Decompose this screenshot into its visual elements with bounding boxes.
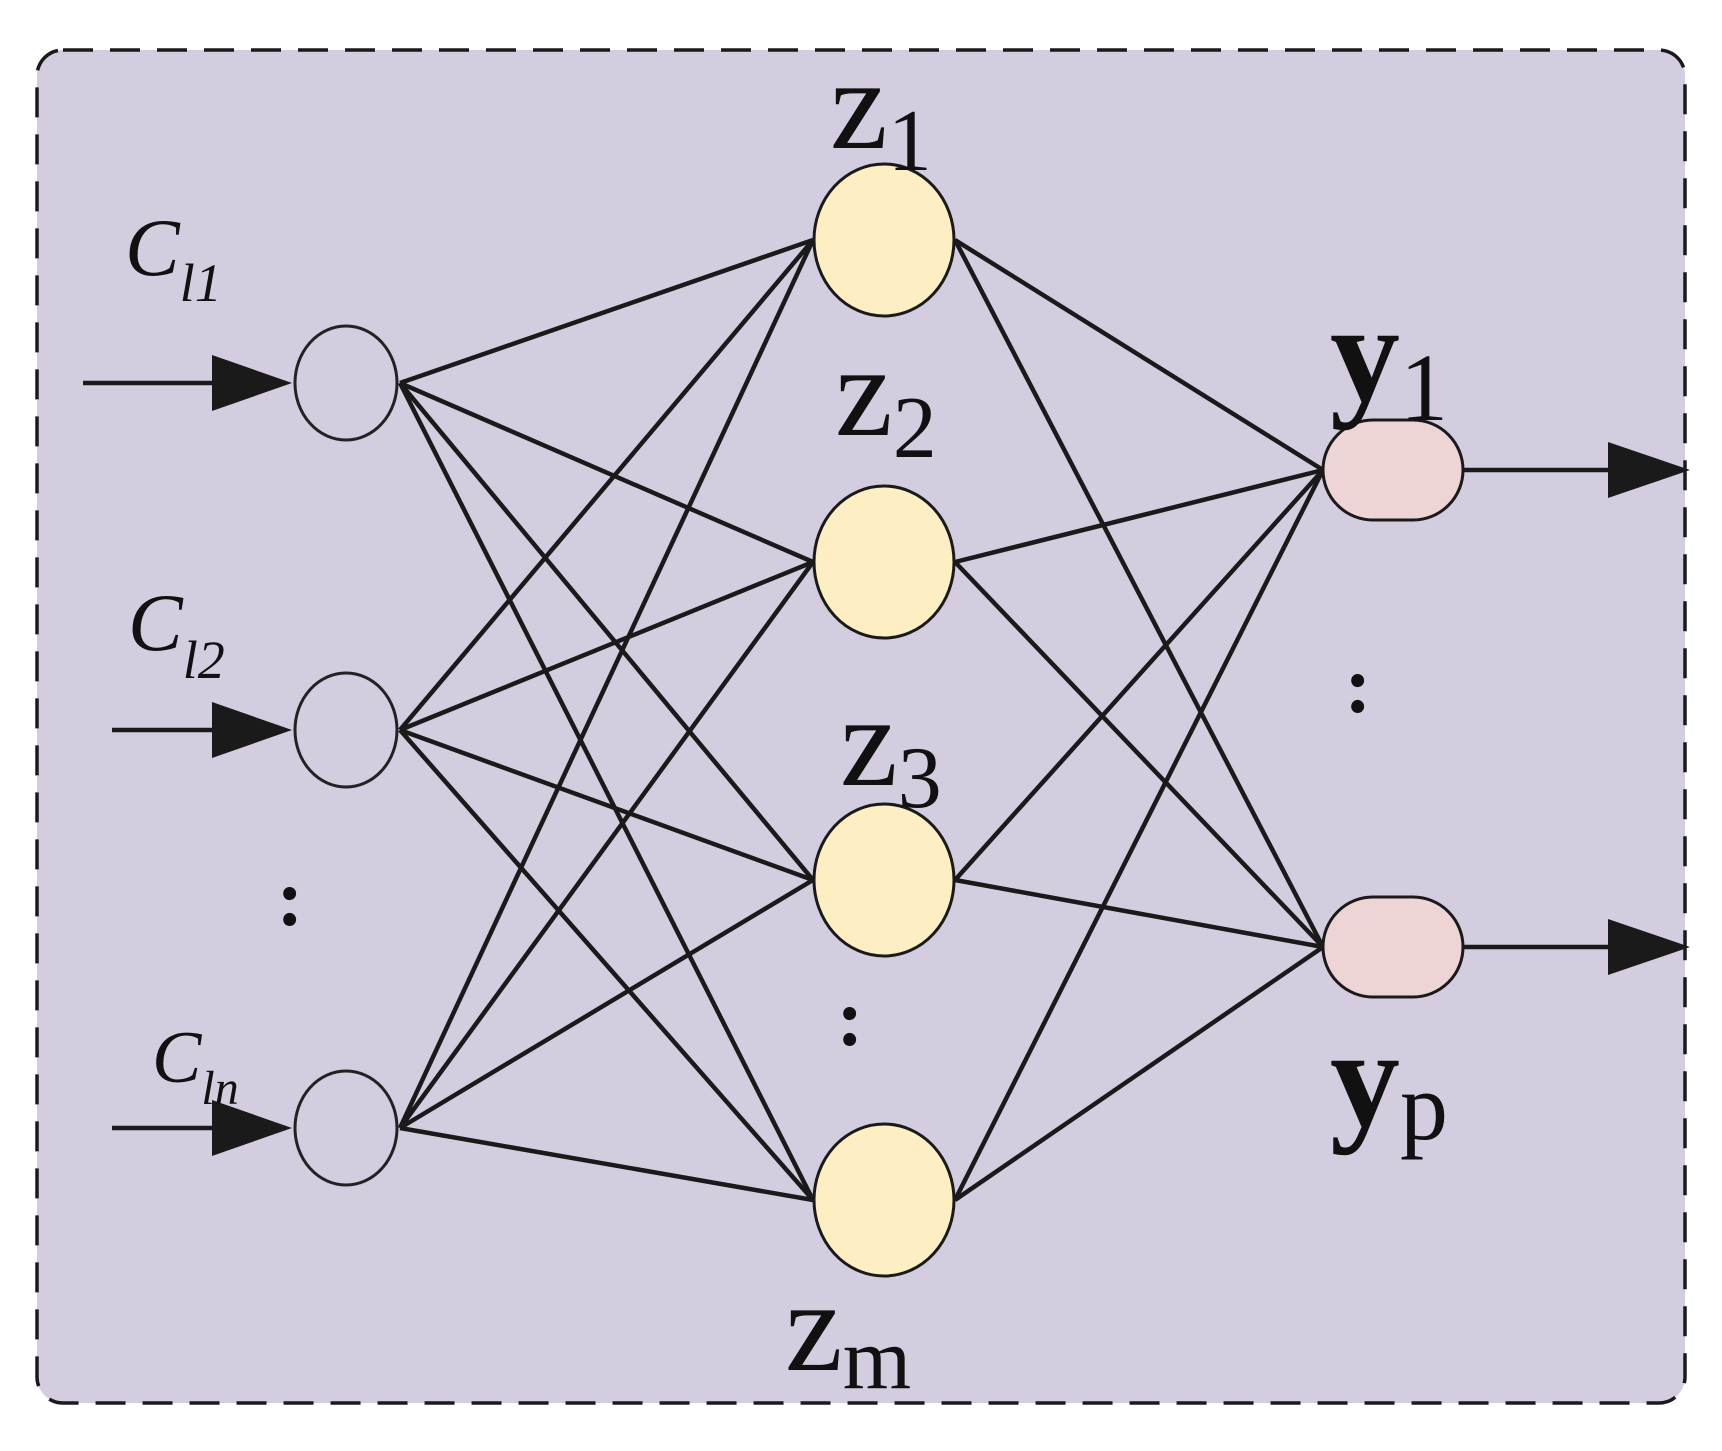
input-arrows	[83, 355, 292, 1156]
edge-cn-z1	[397, 239, 816, 1129]
edges-hidden-to-output	[952, 238, 1326, 1202]
input-node-1	[293, 324, 399, 442]
edge-zm-y1	[952, 468, 1326, 1202]
edge-cn-zm	[399, 1125, 814, 1203]
edge-c1-z3	[398, 381, 815, 882]
input-layer	[293, 324, 399, 1187]
output-labels: y1 yp	[1330, 276, 1448, 1160]
edge-c1-zm	[397, 381, 816, 1202]
edge-c1-z2	[399, 380, 814, 565]
edges-input-to-hidden	[397, 237, 816, 1203]
hidden-label-z3: z3	[840, 670, 942, 827]
output-node-yp	[1321, 895, 1465, 999]
hidden-node-z2	[812, 484, 956, 640]
hidden-layer	[812, 162, 956, 1278]
output-label-yp: yp	[1330, 1001, 1448, 1160]
input-node-n	[293, 1069, 399, 1187]
input-arrowhead-2	[212, 702, 292, 758]
edge-z3-y1	[953, 468, 1325, 882]
edge-zm-yp	[953, 945, 1325, 1202]
hidden-node-z1	[812, 162, 956, 318]
edge-z3-yp	[954, 877, 1324, 950]
edge-c2-zm	[398, 728, 815, 1202]
ellipsis-markers: : : :	[277, 642, 1372, 1063]
output-arrowhead-1	[1608, 442, 1690, 498]
output-node-y1	[1321, 418, 1465, 522]
hidden-labels: z1 z2 z3 zm	[785, 33, 942, 1408]
output-layer	[1321, 418, 1465, 999]
output-ellipsis: :	[1345, 642, 1372, 730]
edge-z1-y1	[953, 238, 1325, 472]
edge-c2-z1	[398, 238, 815, 732]
input-labels: Cl1 Cl2 Cln	[125, 202, 239, 1115]
input-ellipsis: :	[277, 855, 304, 943]
edge-z2-y1	[954, 467, 1324, 565]
network-panel	[35, 48, 1687, 1405]
hidden-label-zm: zm	[785, 1255, 911, 1408]
output-arrows	[1463, 442, 1690, 975]
edge-z1-yp	[953, 238, 1325, 949]
hidden-node-zm	[812, 1122, 956, 1278]
edge-c2-z2	[399, 559, 814, 733]
edge-cn-z2	[398, 560, 815, 1130]
output-arrowhead-p	[1608, 919, 1690, 975]
output-label-y1: y1	[1330, 276, 1448, 441]
hidden-node-z3	[812, 802, 956, 958]
hidden-label-z2: z2	[835, 320, 937, 477]
input-label-c2: Cl2	[128, 577, 225, 690]
input-label-c1: Cl1	[125, 202, 222, 313]
edge-c1-z1	[399, 237, 814, 386]
edge-z2-yp	[953, 560, 1325, 949]
hidden-ellipsis: :	[837, 975, 864, 1063]
input-arrowhead-1	[212, 355, 292, 411]
input-label-cn: Cln	[152, 1017, 239, 1115]
edge-cn-z3	[398, 878, 815, 1130]
input-arrowhead-n	[212, 1100, 292, 1156]
edge-c2-z3	[399, 727, 814, 883]
input-node-2	[293, 671, 399, 789]
hidden-label-z1: z1	[830, 33, 932, 190]
